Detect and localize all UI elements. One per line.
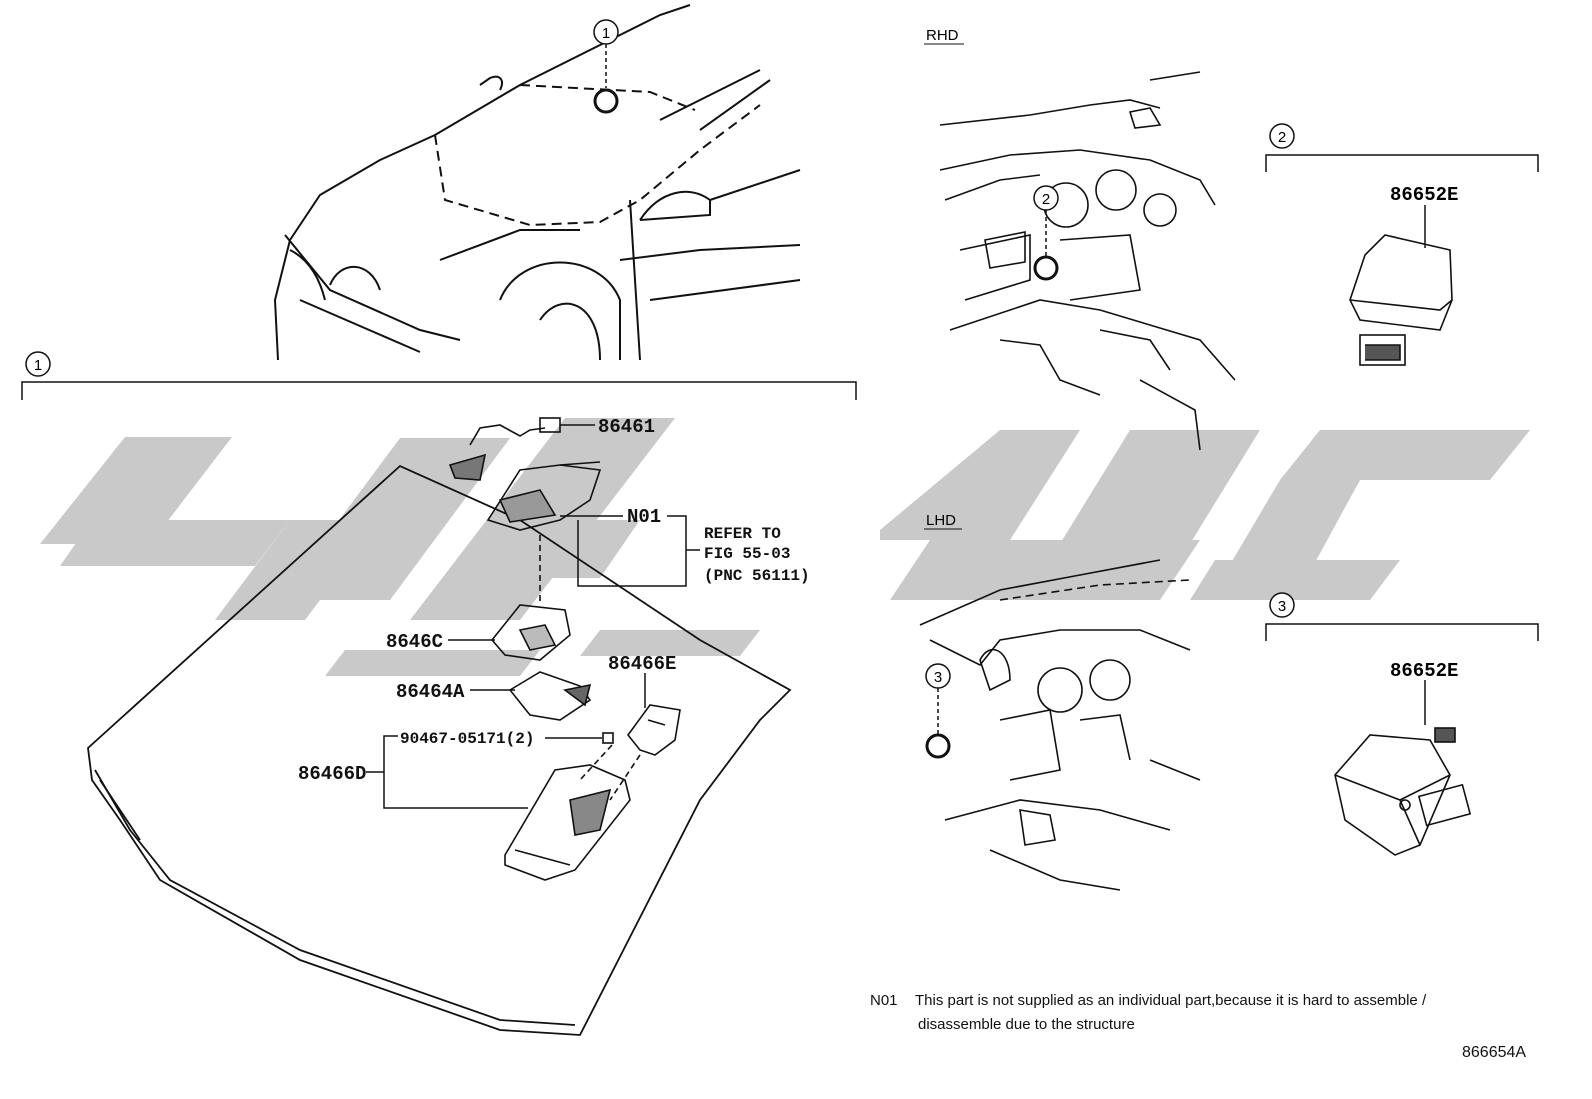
clip-90467-drawing bbox=[602, 732, 614, 744]
refer-line2: FIG 55-03 bbox=[704, 545, 790, 563]
part-86466e-label: 86466E bbox=[608, 653, 676, 675]
callout-1-car: 1 bbox=[593, 19, 619, 114]
figure-id: 866654A bbox=[1462, 1044, 1526, 1061]
bracket-n01-drawing bbox=[486, 461, 602, 531]
part-86466d-label: 86466D bbox=[298, 763, 366, 785]
callout-3-lhd-label: 3 bbox=[934, 669, 942, 686]
lhd-label: LHD bbox=[926, 512, 956, 529]
callout-2-rhd-label: 2 bbox=[1042, 191, 1050, 208]
part-n01-label: N01 bbox=[627, 506, 661, 528]
housing-86466d-drawing bbox=[504, 764, 631, 881]
callout-3-section-label: 3 bbox=[1278, 598, 1286, 615]
callout-2-section-label: 2 bbox=[1278, 129, 1286, 146]
part-sketches bbox=[448, 417, 681, 881]
callout-1-section-label: 1 bbox=[34, 357, 42, 374]
section-3: 3 86652E bbox=[1265, 592, 1539, 856]
car-illustration bbox=[273, 4, 801, 361]
plate-86464a-drawing bbox=[508, 671, 592, 721]
part-86652e-top-label: 86652E bbox=[1390, 184, 1458, 206]
note-code: N01 bbox=[870, 992, 898, 1009]
rhd-view: RHD 2 bbox=[924, 27, 1236, 451]
watermark-logo bbox=[40, 418, 1530, 676]
note-line1: This part is not supplied as an individu… bbox=[915, 992, 1427, 1009]
part-86461-label: 86461 bbox=[598, 416, 655, 438]
refer-line1: REFER TO bbox=[704, 525, 781, 543]
note-line2: disassemble due to the structure bbox=[918, 1016, 1135, 1033]
rhd-label: RHD bbox=[926, 27, 959, 44]
part-90467-label: 90467-05171(2) bbox=[400, 730, 534, 748]
module-86652e-top-drawing bbox=[1349, 234, 1453, 366]
refer-line3: (PNC 56111) bbox=[704, 567, 810, 585]
part-8646c-label: 8646C bbox=[386, 631, 443, 653]
footnote: N01 This part is not supplied as an indi… bbox=[870, 992, 1526, 1061]
callout-1-car-label: 1 bbox=[602, 25, 610, 42]
lhd-view: LHD 3 bbox=[919, 512, 1201, 891]
windshield bbox=[87, 464, 792, 1036]
part-86652e-bottom-label: 86652E bbox=[1390, 660, 1458, 682]
section-1-bracket: 1 bbox=[21, 351, 857, 400]
module-86652e-bottom-drawing bbox=[1334, 727, 1472, 856]
lhd-dashboard-drawing bbox=[919, 559, 1201, 891]
rhd-dashboard-drawing bbox=[939, 71, 1236, 451]
cover-86466e-drawing bbox=[626, 704, 681, 756]
cover-8646c-drawing bbox=[490, 604, 571, 661]
part-labels: 86461 N01 REFER TO FIG 55-03 (PNC 56111)… bbox=[298, 416, 810, 809]
part-86464a-label: 86464A bbox=[396, 681, 465, 703]
section-2: 2 86652E bbox=[1265, 123, 1539, 366]
